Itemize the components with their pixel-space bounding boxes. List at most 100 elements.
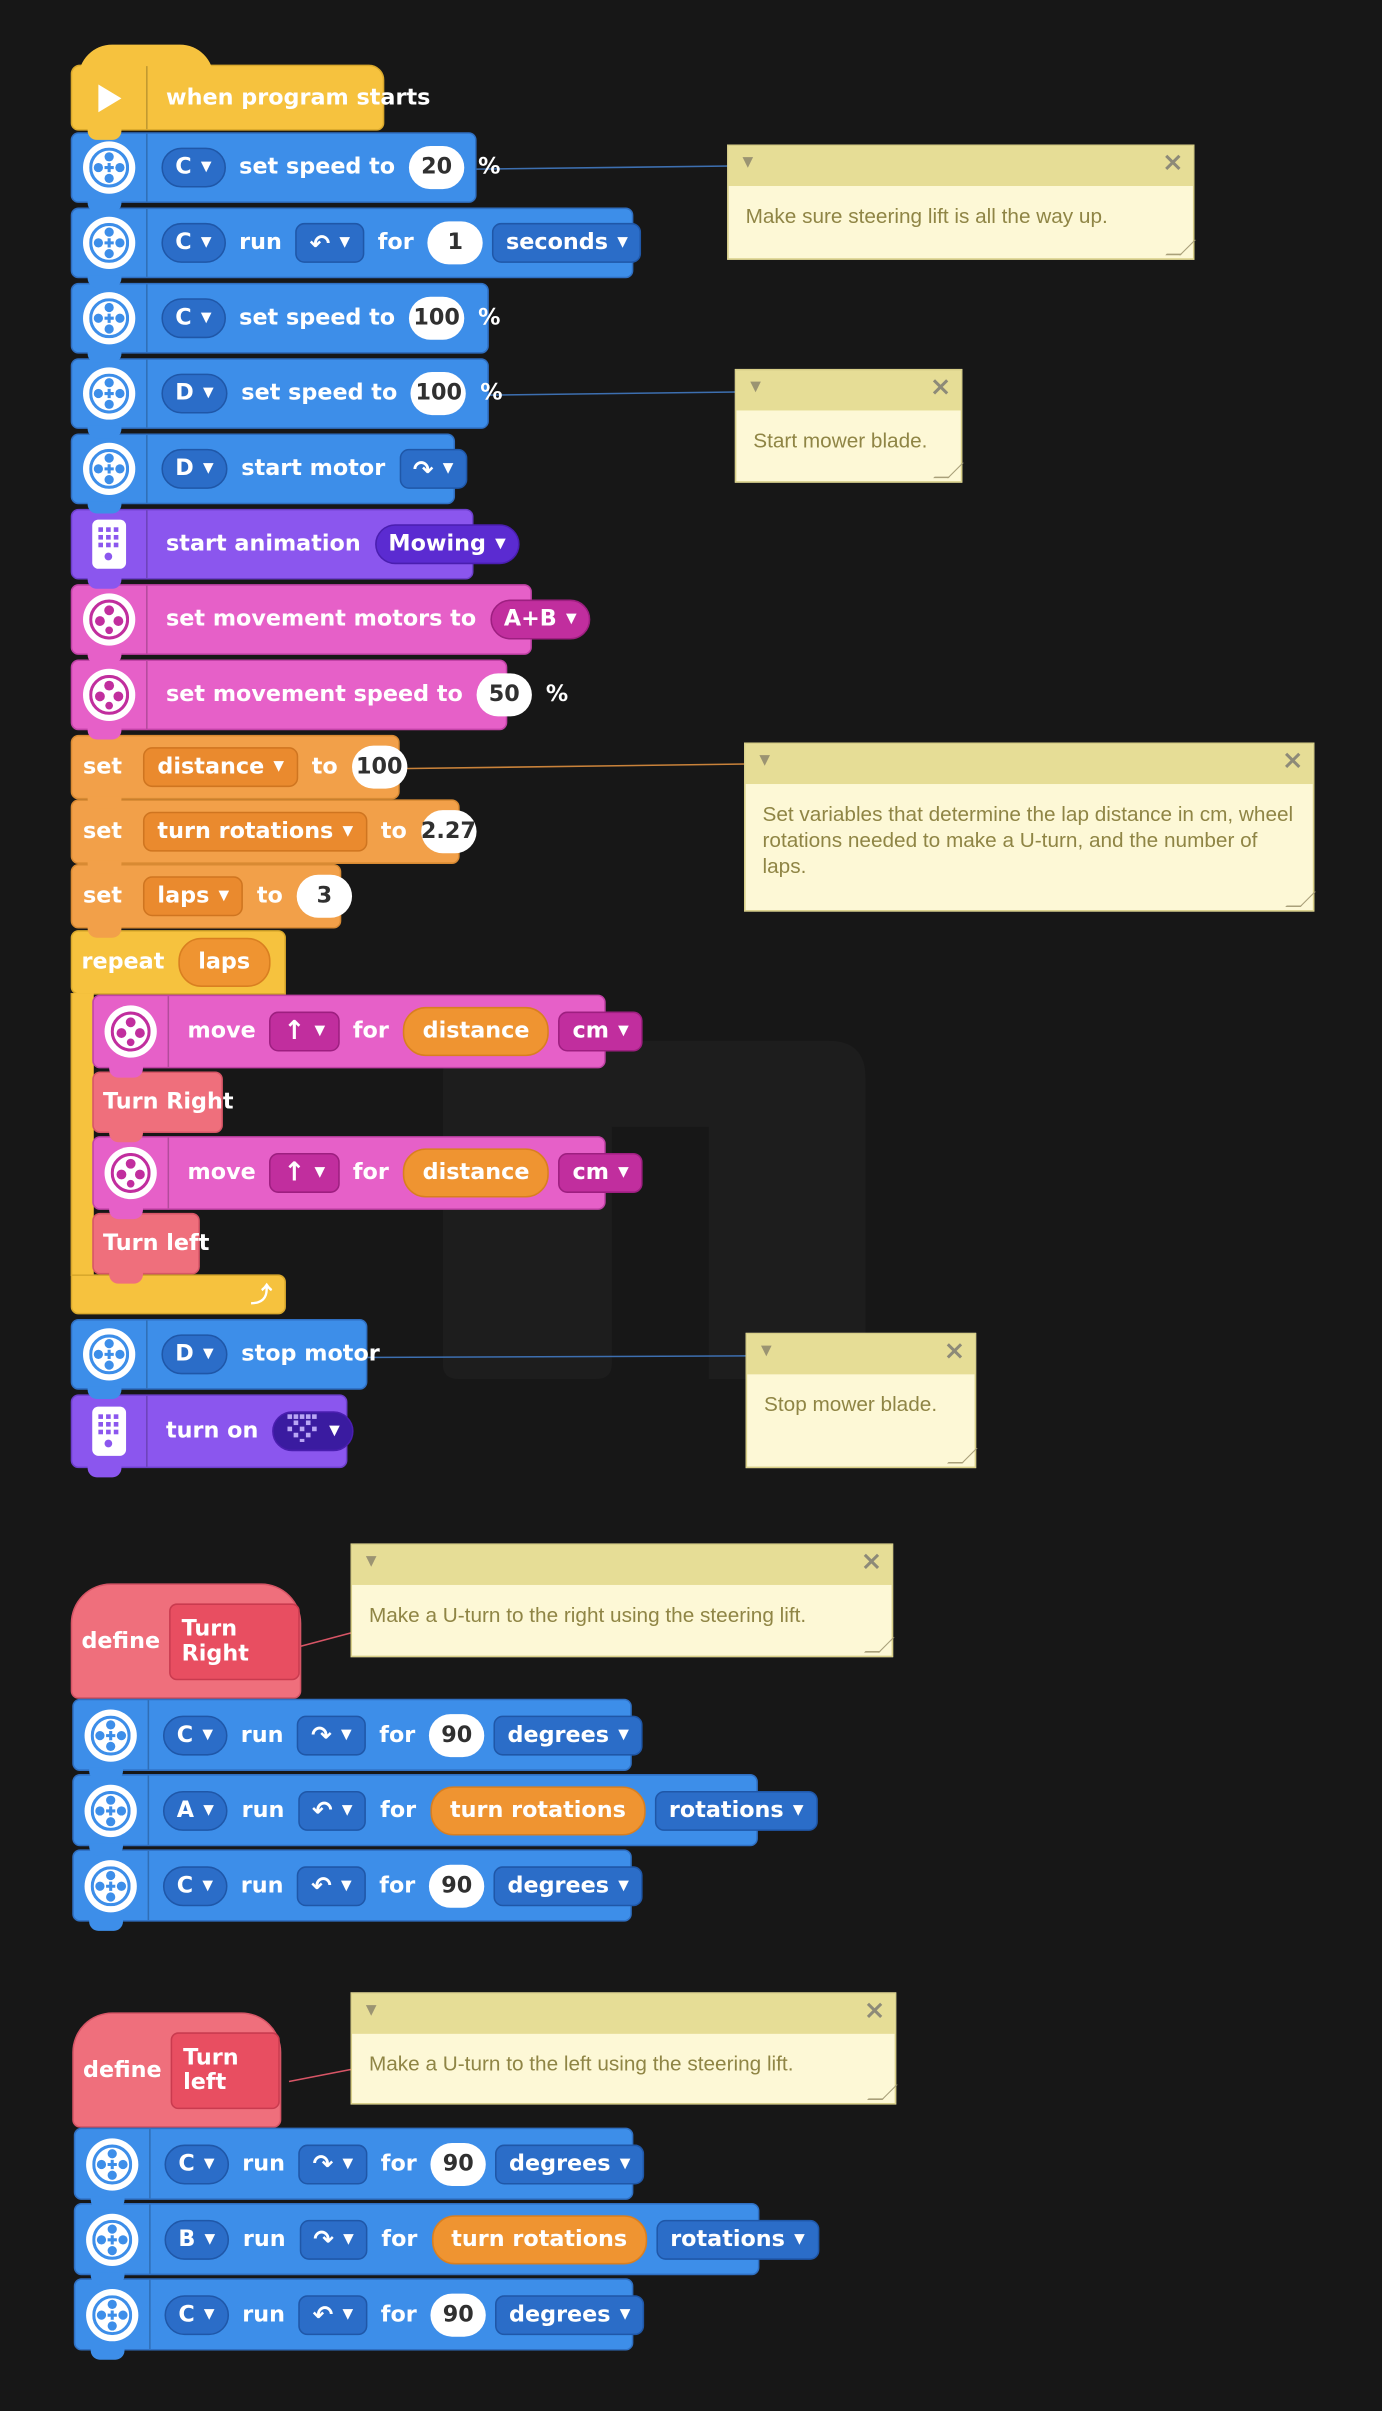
- port-dropdown[interactable]: C▼: [161, 147, 226, 188]
- comment-note[interactable]: ▼× Make a U-turn to the right using the …: [350, 1543, 895, 1658]
- collapse-icon[interactable]: ▼: [750, 379, 761, 396]
- motor-set-speed-block[interactable]: D▼ set speed to 100 %: [70, 358, 503, 439]
- close-icon[interactable]: ×: [860, 1546, 883, 1578]
- resize-handle-icon[interactable]: [946, 1448, 978, 1464]
- port-dropdown[interactable]: C▼: [162, 1865, 227, 1906]
- when-program-starts-hat[interactable]: when program starts: [70, 44, 430, 140]
- collapse-icon[interactable]: ▼: [742, 155, 754, 171]
- collapse-icon[interactable]: ▼: [760, 1343, 772, 1359]
- unit-dropdown[interactable]: seconds▼: [492, 222, 642, 263]
- motor-run-for-block[interactable]: C▼ run ↶▼ for 1 seconds▼: [70, 207, 642, 288]
- collapse-icon[interactable]: ▼: [365, 1554, 377, 1570]
- duration-input[interactable]: 1: [427, 221, 483, 265]
- unit-dropdown[interactable]: cm▼: [558, 1152, 643, 1193]
- port-dropdown[interactable]: D▼: [161, 1334, 228, 1375]
- motor-run-for-block[interactable]: C▼ run ↷▼ for 90 degrees▼: [73, 2127, 645, 2210]
- speed-input[interactable]: 50: [476, 673, 532, 717]
- amount-input[interactable]: 90: [429, 1863, 485, 1908]
- direction-dropdown[interactable]: ↶▼: [298, 1790, 367, 1831]
- motors-pair-dropdown[interactable]: A+B▼: [489, 599, 591, 640]
- variable-dropdown[interactable]: turn rotations▼: [143, 811, 368, 852]
- motor-run-for-block[interactable]: A▼ run ↶▼ for turn rotations rotations▼: [72, 1774, 818, 1856]
- motor-stop-block[interactable]: D▼ stop motor: [70, 1319, 380, 1399]
- value-input[interactable]: 100: [351, 745, 407, 789]
- motor-start-block[interactable]: D▼ start motor ↷▼: [70, 433, 468, 514]
- unit-dropdown[interactable]: degrees▼: [493, 1865, 643, 1906]
- comment-note[interactable]: ▼× Stop mower blade.: [745, 1332, 978, 1469]
- motor-run-for-block[interactable]: C▼ run ↶▼ for 90 degrees▼: [72, 1849, 643, 1931]
- unit-dropdown[interactable]: degrees▼: [495, 2294, 645, 2335]
- port-dropdown[interactable]: A▼: [162, 1790, 228, 1831]
- port-dropdown[interactable]: D▼: [161, 448, 228, 489]
- direction-dropdown[interactable]: ↷▼: [297, 1714, 366, 1755]
- port-dropdown[interactable]: D▼: [161, 373, 228, 414]
- speed-input[interactable]: 100: [408, 296, 465, 340]
- set-movement-speed-block[interactable]: set movement speed to 50 %: [70, 659, 568, 740]
- close-icon[interactable]: ×: [1281, 745, 1304, 777]
- port-dropdown[interactable]: C▼: [162, 1714, 227, 1755]
- comment-note[interactable]: ▼× Make a U-turn to the left using the s…: [350, 1992, 898, 2105]
- speed-input[interactable]: 100: [411, 372, 467, 416]
- direction-dropdown[interactable]: ↑▼: [269, 1152, 340, 1193]
- direction-dropdown[interactable]: ↷▼: [298, 2143, 367, 2184]
- amount-input[interactable]: 90: [429, 1713, 485, 1757]
- repeat-loop-block[interactable]: repeat laps ⤴: [70, 930, 286, 1315]
- distance-reporter[interactable]: distance: [402, 1006, 550, 1057]
- distance-reporter[interactable]: distance: [402, 1148, 550, 1198]
- turn-rotations-reporter[interactable]: turn rotations: [429, 1785, 646, 1835]
- comment-note[interactable]: ▼× Make sure steering lift is all the wa…: [727, 144, 1197, 260]
- repeat-count-reporter[interactable]: laps: [178, 937, 271, 987]
- collapse-icon[interactable]: ▼: [759, 753, 771, 769]
- move-for-block[interactable]: move ↑▼ for distance cm▼: [92, 994, 643, 1078]
- motor-set-speed-block[interactable]: C▼ set speed to 100 %: [70, 282, 500, 363]
- port-dropdown[interactable]: C▼: [161, 298, 226, 339]
- motor-run-for-block[interactable]: C▼ run ↷▼ for 90 degrees▼: [72, 1698, 643, 1781]
- variable-dropdown[interactable]: distance▼: [143, 747, 298, 788]
- set-variable-block[interactable]: set laps▼ to 3: [70, 863, 353, 938]
- define-name-slot[interactable]: Turn Right: [169, 1602, 300, 1680]
- display-turn-on-block[interactable]: turn on ▼: [70, 1394, 354, 1478]
- close-icon[interactable]: ×: [943, 1335, 966, 1367]
- speed-input[interactable]: 20: [408, 146, 465, 190]
- amount-input[interactable]: 90: [430, 2292, 486, 2336]
- collapse-icon[interactable]: ▼: [365, 2003, 377, 2019]
- set-movement-motors-block[interactable]: set movement motors to A+B▼: [70, 584, 591, 665]
- set-variable-block[interactable]: set turn rotations▼ to 2.27: [70, 799, 477, 874]
- animation-dropdown[interactable]: Mowing▼: [374, 524, 520, 565]
- comment-note[interactable]: ▼× Set variables that determine the lap …: [744, 742, 1316, 912]
- turn-right-call-block[interactable]: Turn Right: [92, 1071, 234, 1143]
- port-dropdown[interactable]: C▼: [164, 2294, 229, 2335]
- close-icon[interactable]: ×: [1161, 147, 1184, 179]
- move-for-block[interactable]: move ↑▼ for distance cm▼: [92, 1136, 643, 1220]
- port-dropdown[interactable]: C▼: [161, 222, 226, 263]
- close-icon[interactable]: ×: [929, 372, 952, 403]
- define-turn-right-block[interactable]: define Turn Right: [70, 1583, 302, 1699]
- light-matrix-dropdown[interactable]: ▼: [272, 1411, 354, 1452]
- port-dropdown[interactable]: B▼: [164, 2219, 230, 2260]
- direction-dropdown[interactable]: ↶▼: [298, 2294, 367, 2335]
- direction-dropdown[interactable]: ↑▼: [269, 1011, 340, 1052]
- define-turn-left-block[interactable]: define Turn left: [72, 2012, 282, 2128]
- unit-dropdown[interactable]: degrees▼: [493, 1714, 643, 1755]
- unit-dropdown[interactable]: rotations▼: [655, 1790, 818, 1831]
- display-start-animation-block[interactable]: start animation Mowing▼: [70, 508, 520, 589]
- comment-note[interactable]: ▼× Start mower blade.: [734, 368, 964, 483]
- close-icon[interactable]: ×: [863, 1995, 886, 2027]
- turn-left-call-block[interactable]: Turn left: [92, 1212, 209, 1284]
- set-variable-block[interactable]: set distance▼ to 100: [70, 734, 407, 809]
- direction-dropdown[interactable]: ↷▼: [399, 448, 468, 489]
- direction-dropdown[interactable]: ↶▼: [295, 222, 364, 263]
- motor-run-for-block[interactable]: B▼ run ↷▼ for turn rotations rotations▼: [73, 2202, 819, 2285]
- value-input[interactable]: 2.27: [420, 810, 477, 854]
- turn-rotations-reporter[interactable]: turn rotations: [431, 2214, 648, 2264]
- unit-dropdown[interactable]: cm▼: [558, 1011, 643, 1052]
- variable-dropdown[interactable]: laps▼: [143, 876, 244, 917]
- motor-set-speed-block[interactable]: C▼ set speed to 20 %: [70, 132, 500, 213]
- amount-input[interactable]: 90: [430, 2142, 486, 2186]
- direction-dropdown[interactable]: ↷▼: [299, 2219, 368, 2260]
- unit-dropdown[interactable]: rotations▼: [656, 2219, 819, 2260]
- value-input[interactable]: 3: [296, 874, 353, 918]
- motor-run-for-block[interactable]: C▼ run ↶▼ for 90 degrees▼: [73, 2278, 645, 2360]
- port-dropdown[interactable]: C▼: [164, 2143, 229, 2184]
- unit-dropdown[interactable]: degrees▼: [495, 2143, 645, 2184]
